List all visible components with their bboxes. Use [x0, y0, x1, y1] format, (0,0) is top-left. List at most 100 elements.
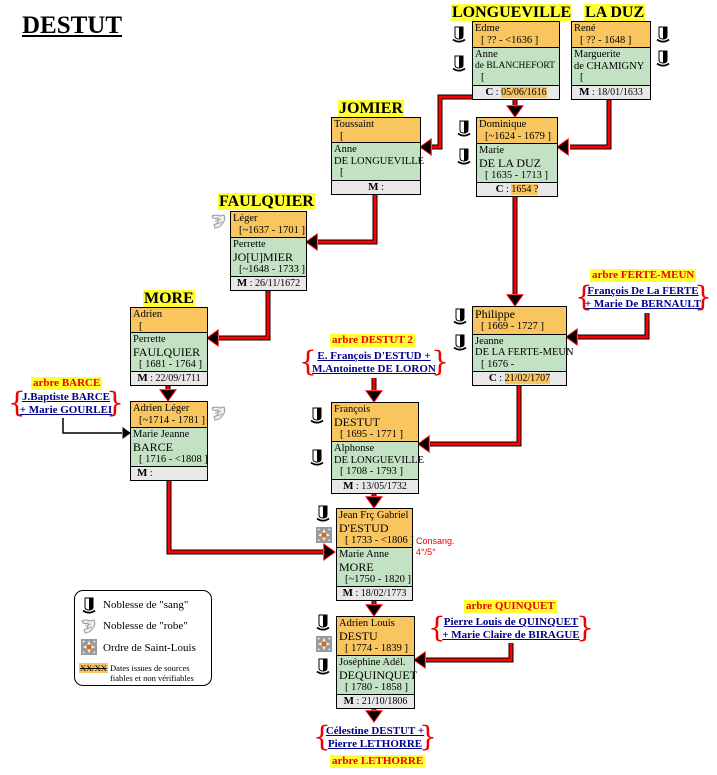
union-date: C : 21/02/1707 [473, 372, 566, 385]
saint-louis-icon [316, 636, 332, 652]
link-faulquier-more [219, 284, 270, 340]
link-ferte-philippe [578, 313, 649, 339]
noblesse-sang-icon [315, 658, 331, 676]
union-date: M : 26/11/1672 [231, 277, 306, 290]
link-philippe-francois-outline [430, 379, 522, 447]
ext-tree-link[interactable]: J.Baptiste BARCE [21, 391, 110, 403]
ext-tree-link[interactable]: + Marie De BERNAULT [584, 298, 702, 310]
saint-louis-icon [81, 639, 97, 655]
noblesse-robe-icon [210, 405, 228, 423]
legend-item: Ordre de Saint-Louis [103, 642, 196, 654]
ext-tree-destut2[interactable]: {} E. François D'ESTUD + M.Antoinette DE… [299, 345, 449, 378]
ext-tree-label-destut2[interactable]: arbre DESTUT 2 [330, 334, 415, 347]
noblesse-sang-icon [315, 505, 331, 523]
noblesse-sang-icon [452, 334, 468, 352]
ext-tree-link[interactable]: Pierre Louis de QUINQUET [443, 616, 579, 628]
link-jomier-faulquier-arrowhead [305, 233, 318, 251]
link-laduz-dominique [570, 94, 611, 149]
ext-tree-link[interactable]: + Marie Claire de BIRAGUE [442, 629, 580, 641]
noblesse-sang-icon [309, 407, 325, 425]
union-date: M : 22/09/1711 [131, 372, 207, 385]
noblesse-sang-icon [81, 597, 97, 615]
husband-cell: Dominique[~1624 - 1679 ] [477, 118, 557, 144]
family-label-jomier: JOMIER [338, 100, 404, 117]
ext-tree-link[interactable]: Pierre LETHORRE [327, 738, 423, 750]
ext-tree-quinquet[interactable]: {} Pierre Louis de QUINQUET + Marie Clai… [428, 611, 594, 644]
union-date: M : [332, 180, 420, 194]
noblesse-sang-icon [456, 148, 472, 166]
legend-item: Noblesse de "robe" [103, 620, 188, 632]
link-dominique-philippe-arrowhead [506, 294, 524, 307]
link-faulquier-more-arrowhead [206, 329, 219, 347]
link-barce-jean-outline [166, 474, 323, 555]
link-francois-jean-arrowhead [365, 496, 383, 509]
link-laduz-dominique-outline [570, 94, 612, 150]
ext-tree-link[interactable]: M.Antoinette DE LORON [312, 363, 436, 375]
family-label-more: MORE [143, 290, 195, 307]
link-quinquet-adrienlouis [426, 643, 513, 662]
noblesse-sang-icon [456, 120, 472, 138]
noblesse-robe-icon [210, 213, 228, 231]
ext-tree-lethorre[interactable]: {} Célestine DESTUT + Pierre LETHORRE [313, 720, 437, 753]
ext-tree-link[interactable]: + Marie GOURLEI [19, 404, 113, 416]
link-quinquet-adrienlouis-arrowhead [413, 651, 426, 669]
husband-cell: Edme[ ?? - <1636 ] [473, 22, 559, 48]
link-destut2-francois-arrowhead [365, 390, 383, 403]
link-barce-jean [167, 474, 323, 554]
ext-tree-label-ferte[interactable]: arbre FERTE-MEUN [590, 269, 697, 282]
union-date: M : 18/02/1773 [337, 587, 412, 600]
ext-tree-ferte[interactable]: {} François De La FERTE + Marie De BERNA… [575, 280, 712, 313]
legend: Noblesse de "sang" Noblesse de "robe" Or… [74, 590, 212, 686]
husband-cell: Philippe[ 1669 - 1727 ] [473, 307, 566, 335]
noblesse-sang-icon [315, 614, 331, 632]
link-longueville-dominique-arrowhead [506, 105, 524, 118]
couple-box-barce[interactable]: Adrien Léger[~1714 - 1781 ] Marie Jeanne… [130, 401, 208, 481]
noblesse-robe-icon [80, 618, 98, 636]
link-longueville-jomier-arrowhead [419, 138, 432, 156]
family-label-faulquier: FAULQUIER [218, 193, 315, 210]
legend-item: Noblesse de "sang" [103, 599, 189, 611]
page-title: DESTUT [22, 12, 123, 39]
link-quinquet-adrienlouis-outline [426, 643, 514, 663]
husband-cell: Adrien Léger[~1714 - 1781 ] [131, 402, 207, 428]
union-date: M : 21/10/1806 [337, 695, 414, 708]
ext-tree-label-quinquet[interactable]: arbre QUINQUET [464, 600, 557, 613]
link-adrienlouis-lethorre-arrowhead [365, 710, 383, 723]
ext-tree-link[interactable]: Célestine DESTUT + [325, 725, 425, 737]
ext-tree-link[interactable]: E. François D'ESTUD + [317, 350, 431, 362]
link-barce-jean-arrowhead [323, 543, 336, 561]
wife-cell: Joséphine Adél.DEQUINQUET[ 1780 - 1858 ] [337, 656, 417, 695]
link-ferte-philippe-outline [578, 313, 650, 340]
link-more-barce-arrowhead [159, 389, 177, 402]
link-jomier-faulquier [318, 188, 377, 244]
ext-tree-label-lethorre[interactable]: arbre LETHORRE [330, 755, 426, 768]
ext-tree-label-barce[interactable]: arbre BARCE [31, 377, 103, 390]
husband-cell: René[ ?? - 1648 ] [572, 22, 650, 48]
ext-tree-barce[interactable]: {} J.Baptiste BARCE + Marie GOURLEI [8, 386, 124, 419]
noblesse-sang-icon [309, 449, 325, 467]
husband-cell: Toussaint[ [332, 118, 420, 143]
ext-tree-link[interactable]: François De La FERTE [587, 285, 699, 297]
